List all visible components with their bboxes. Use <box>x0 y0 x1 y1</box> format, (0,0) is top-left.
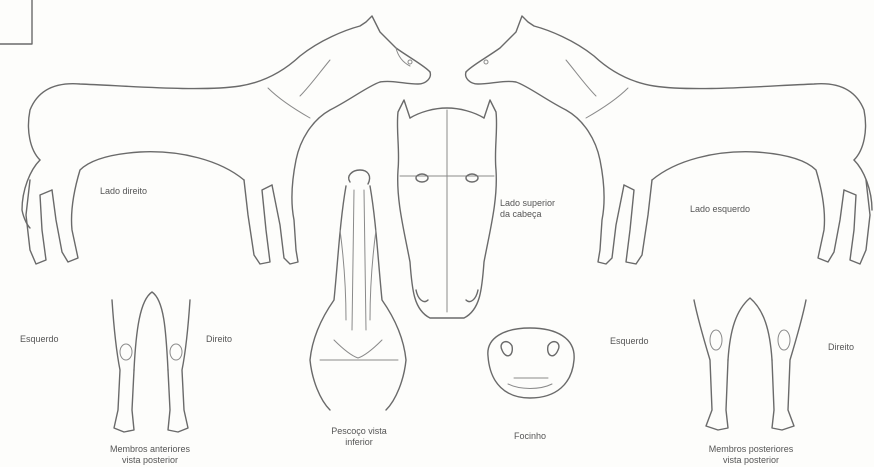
muzzle-view <box>488 328 574 398</box>
rear-legs-view <box>694 298 806 430</box>
label-front-caption-line1: Membros anteriores <box>80 444 220 455</box>
label-front-right: Direito <box>206 334 232 345</box>
corner-box <box>0 0 32 44</box>
neck-under-view <box>310 170 406 410</box>
label-right-side: Lado direito <box>100 186 147 197</box>
label-rear-right: Direito <box>828 342 854 353</box>
label-neck-line2: inferior <box>304 437 414 448</box>
label-left-side: Lado esquerdo <box>690 204 750 215</box>
label-front-caption: Membros anteriores vista posterior <box>80 444 220 466</box>
head-front-view <box>397 100 496 318</box>
label-rear-caption-line2: vista posterior <box>676 455 826 466</box>
label-head-front-line1: Lado superior <box>500 198 555 209</box>
label-rear-caption: Membros posteriores vista posterior <box>676 444 826 466</box>
horse-left-side <box>466 16 872 264</box>
label-rear-left: Esquerdo <box>610 336 649 347</box>
label-neck-line1: Pescoço vista <box>304 426 414 437</box>
label-muzzle: Focinho <box>500 431 560 442</box>
label-head-front-line2: da cabeça <box>500 209 555 220</box>
label-head-front: Lado superior da cabeça <box>500 198 555 220</box>
label-front-caption-line2: vista posterior <box>80 455 220 466</box>
label-rear-caption-line1: Membros posteriores <box>676 444 826 455</box>
horse-right-side <box>22 16 430 264</box>
label-neck: Pescoço vista inferior <box>304 426 414 448</box>
label-front-left: Esquerdo <box>20 334 59 345</box>
front-legs-view <box>112 292 190 432</box>
